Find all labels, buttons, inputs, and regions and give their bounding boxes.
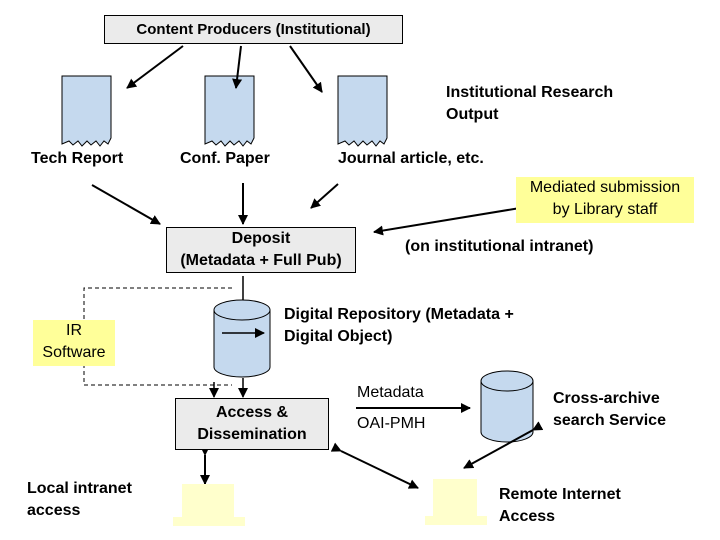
arrow-producers-to-journal: [289, 45, 323, 93]
document-icon-journal-article: [337, 75, 388, 147]
remote-computer-icon: [425, 479, 487, 525]
digital-repository-line-1: Digital Repository (Metadata +: [284, 306, 514, 323]
ir-software-line-1: IR: [66, 322, 82, 339]
cross-archive-database-icon: [480, 370, 534, 443]
deposit-box: Deposit (Metadata + Full Pub): [166, 227, 356, 273]
oai-pmh-label: OAI-PMH: [357, 415, 426, 432]
conf-paper-label: Conf. Paper: [180, 150, 270, 167]
cross-archive-label: Cross-archive search Service: [553, 388, 666, 432]
local-access-line-2: access: [27, 502, 81, 519]
repository-database-icon: [213, 299, 271, 378]
ir-software-line-2: Software: [42, 344, 106, 361]
digital-repository-label: Digital Repository (Metadata + Digital O…: [284, 304, 514, 348]
ir-software-box: IR Software: [33, 320, 115, 366]
access-line-2: Dissemination: [197, 426, 307, 443]
tech-report-label: Tech Report: [31, 150, 124, 167]
cross-archive-line-2: search Service: [553, 412, 666, 429]
cross-archive-line-1: Cross-archive: [553, 390, 660, 407]
document-icon-tech-report: [61, 75, 112, 147]
local-computer-icon: [173, 484, 245, 526]
mediated-line-2: by Library staff: [552, 201, 658, 218]
access-dissemination-box: Access & Dissemination: [175, 398, 329, 450]
mediated-submission-box: Mediated submission by Library staff: [516, 177, 694, 223]
content-producers-label: Content Producers (Institutional): [136, 21, 371, 38]
access-line-1: Access &: [215, 404, 289, 421]
remote-access-line-2: Access: [499, 508, 556, 525]
arrow-producers-to-conf-paper: [232, 45, 243, 89]
journal-article-label: Journal article, etc.: [338, 150, 484, 167]
intranet-note: (on institutional intranet): [405, 238, 594, 255]
content-producers-box: Content Producers (Institutional): [104, 15, 403, 44]
deposit-line-1: Deposit: [231, 230, 291, 247]
metadata-label: Metadata: [357, 384, 424, 401]
arrow-tech-report-to-deposit: [91, 184, 161, 225]
digital-repository-line-2: Digital Object): [284, 328, 393, 345]
arrow-producers-to-tech-report: [126, 45, 184, 89]
mediated-line-1: Mediated submission: [529, 179, 681, 196]
remote-access-label: Remote Internet Access: [499, 484, 621, 528]
arrow-journal-to-deposit: [310, 183, 339, 209]
arrow-mediated-to-deposit: [373, 207, 521, 236]
local-access-line-1: Local intranet: [27, 480, 132, 497]
arrow-access-remote-bidirectional: [330, 442, 419, 489]
deposit-line-2: (Metadata + Full Pub): [180, 252, 342, 269]
local-access-label: Local intranet access: [27, 478, 132, 522]
arrow-cross-archive-to-remote: [463, 421, 544, 469]
institutional-output-label: Institutional Research Output: [446, 84, 614, 123]
remote-access-line-1: Remote Internet: [499, 486, 621, 503]
document-icon-conf-paper: [204, 75, 255, 147]
